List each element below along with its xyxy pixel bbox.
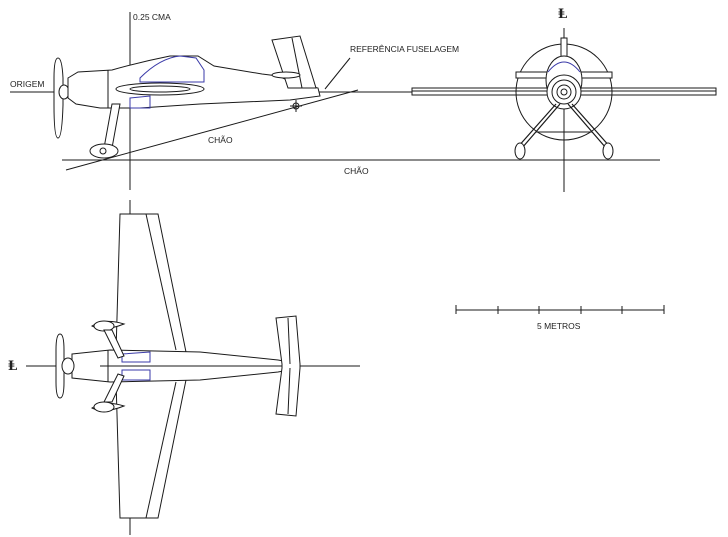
stabilizer-side <box>271 71 301 79</box>
cma-label: 0.25 CMA <box>133 12 171 22</box>
front-centerline-symbol: Ⱡ <box>558 7 567 22</box>
top-view: Ⱡ <box>8 200 360 535</box>
top-centerline-symbol: Ⱡ <box>8 359 17 374</box>
front-spinner <box>556 84 572 100</box>
fuselage-reference-leader <box>324 57 351 90</box>
top-spinner <box>61 357 75 375</box>
ground-label: CHÃO <box>344 166 369 176</box>
fuselage-reference-label: REFERÊNCIA FUSELAGEM <box>350 44 459 54</box>
top-stabilizer <box>275 315 301 417</box>
front-wheel-left <box>514 142 526 160</box>
tilted-ground-label: CHÃO <box>208 135 233 145</box>
main-gear-leg <box>103 103 121 149</box>
side-view: 0.25 CMA ORIGEM REFERÊNCIA FUSELAGEM CHÃ… <box>10 12 660 190</box>
front-vertical-tail <box>560 37 568 59</box>
wing-side-section <box>115 82 205 96</box>
scale-label: 5 METROS <box>537 321 581 331</box>
canopy-side <box>139 55 205 83</box>
top-canopy-upper <box>121 351 151 363</box>
front-canopy <box>547 61 581 73</box>
main-wheel-fairing <box>89 143 119 159</box>
wing-section-inner <box>129 85 191 93</box>
top-gear-leg-lower <box>103 373 125 403</box>
front-gear-left <box>521 103 561 149</box>
front-wheel-right <box>602 142 614 160</box>
tilted-ground-line <box>65 89 359 171</box>
front-gear-right <box>567 103 607 149</box>
front-view: Ⱡ <box>411 7 717 192</box>
main-wheel-hub <box>99 147 107 155</box>
top-propeller <box>55 333 65 399</box>
rudder-hinge <box>291 37 303 89</box>
origin-label: ORIGEM <box>10 79 44 89</box>
canopy-lower <box>129 95 151 109</box>
scale-bar: 5 METROS <box>455 305 665 331</box>
top-gear-leg-upper <box>103 329 125 359</box>
propeller-blade <box>53 57 64 139</box>
aileron-hinge-upper <box>145 213 177 351</box>
aileron-hinge-lower <box>145 381 177 519</box>
